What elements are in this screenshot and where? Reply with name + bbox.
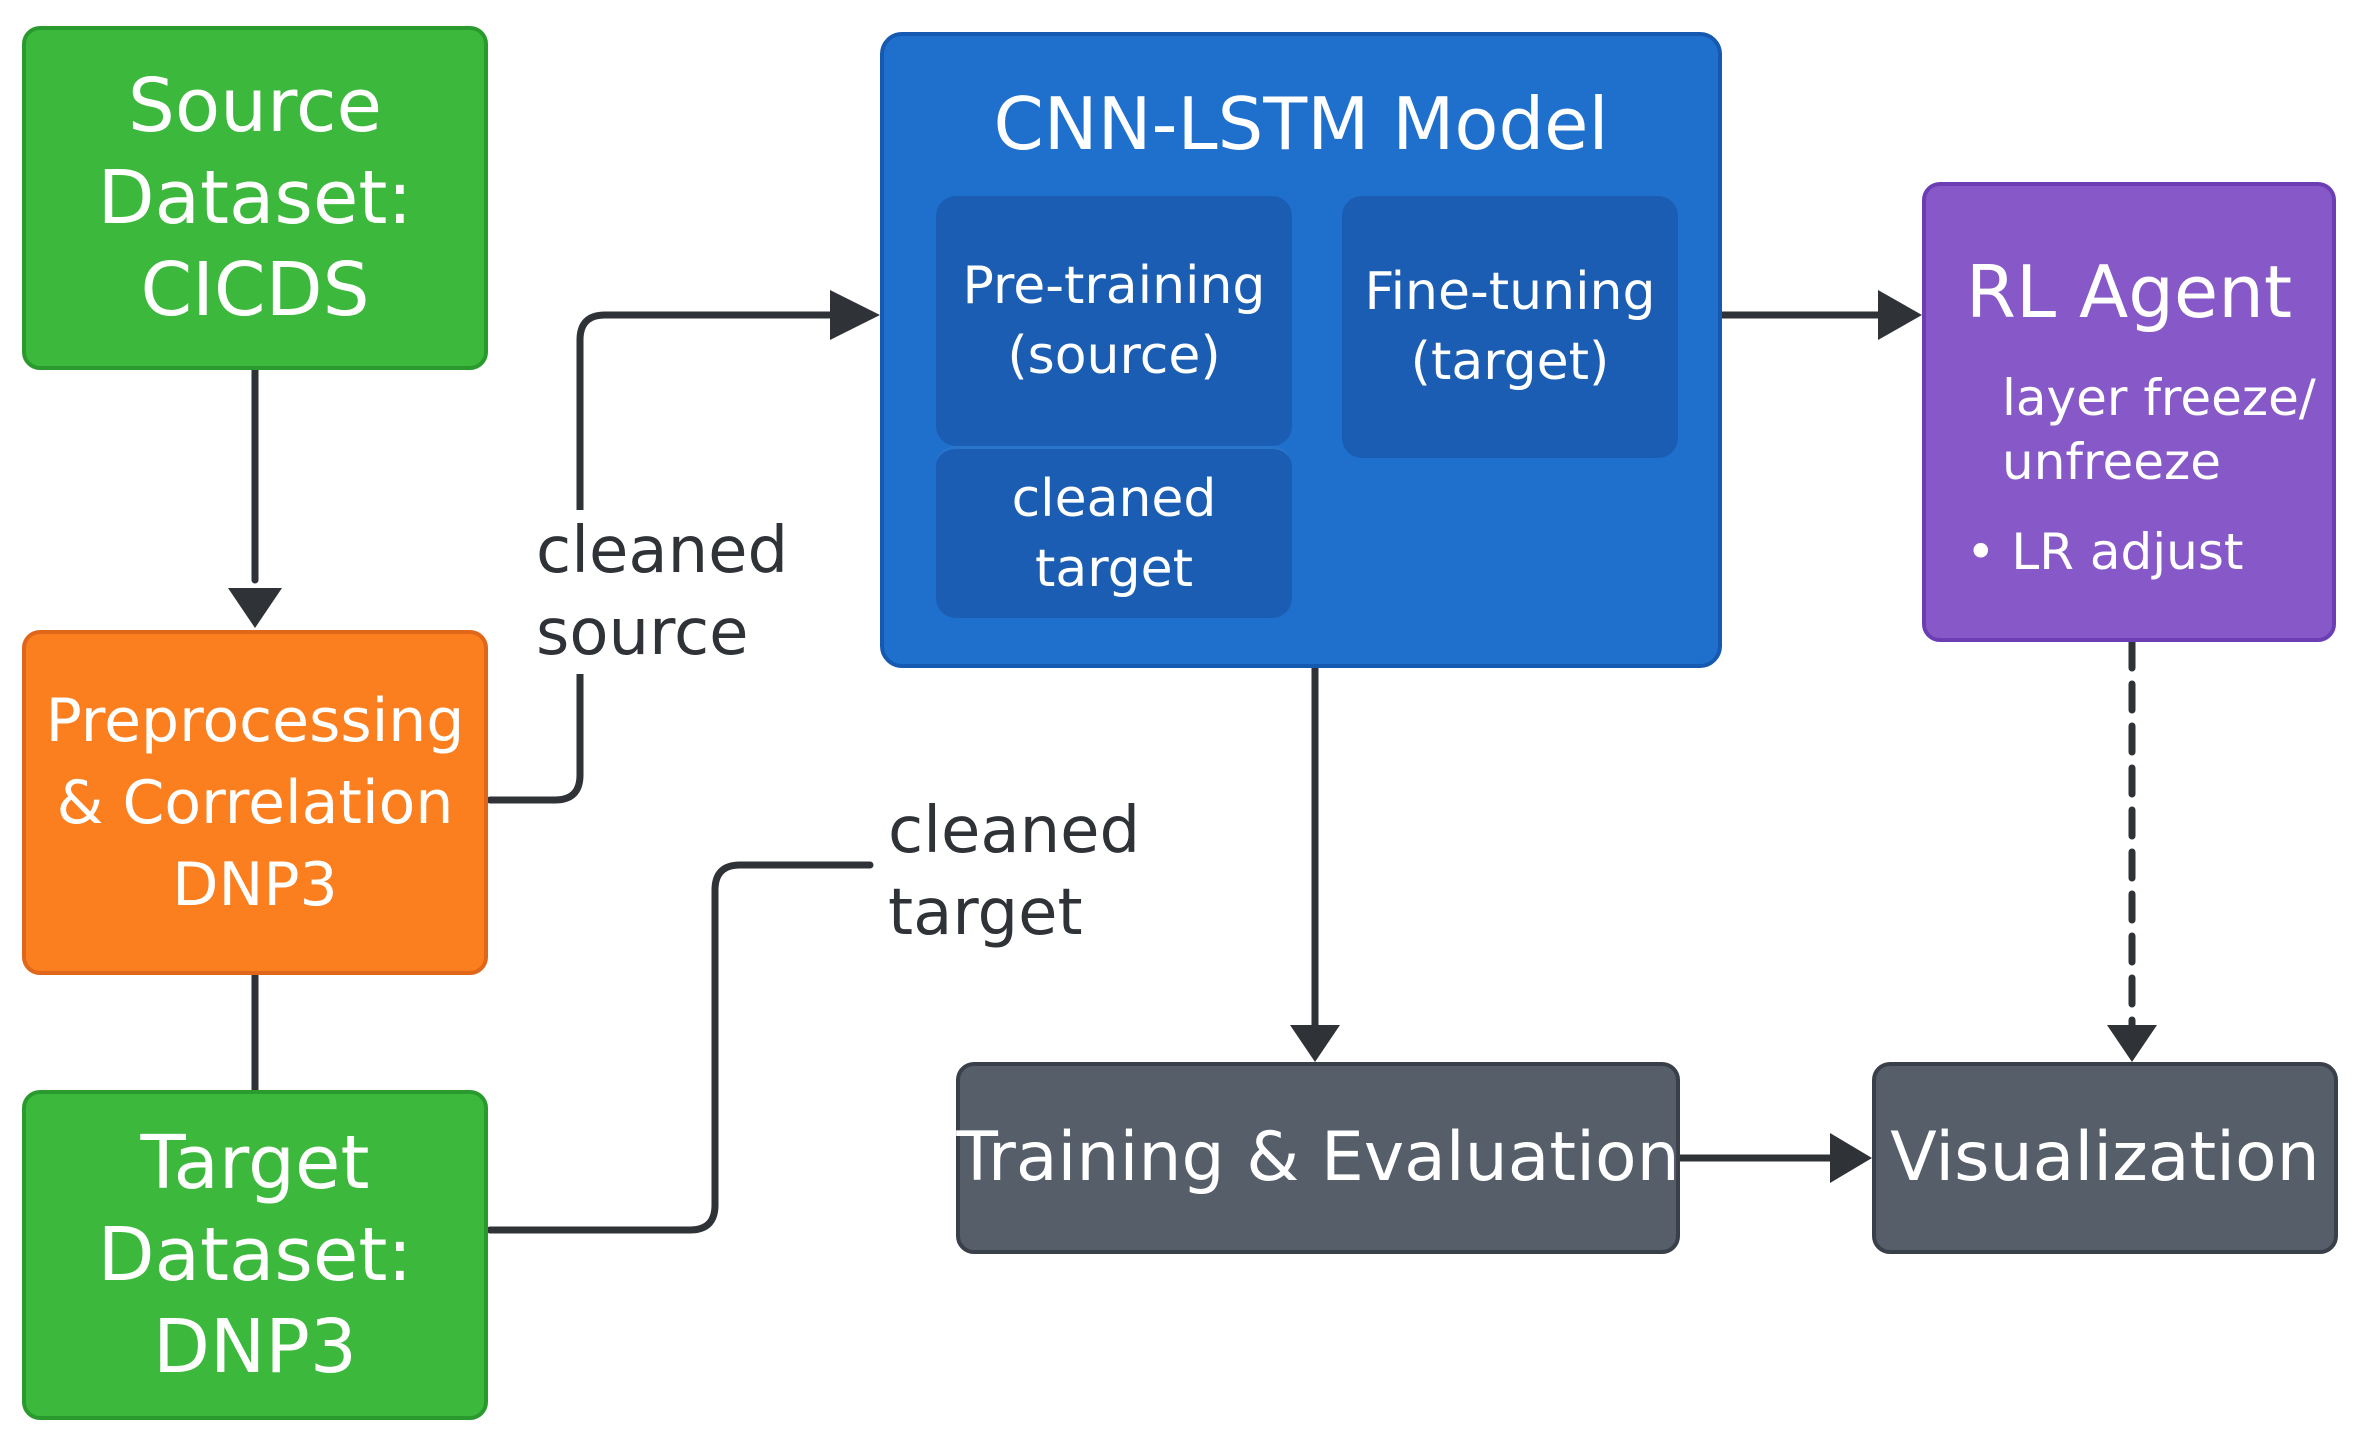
preprocessing-node: Preprocessing & Correlation DNP3 (22, 630, 488, 975)
target-dataset-line-2: Dataset: (97, 1212, 413, 1298)
source-dataset-line-1: Source (127, 63, 383, 149)
finetuning-block: Fine-tuning (target) (1342, 196, 1678, 458)
training-evaluation-node: Training & Evaluation (956, 1062, 1680, 1254)
rl-agent-item-2: unfreeze (2002, 433, 2221, 491)
preprocessing-line-3: DNP3 (172, 849, 338, 920)
rl-agent-title: RL Agent (1965, 250, 2293, 334)
pretraining-block: Pre-training (source) (936, 196, 1292, 446)
finetuning-line-1: Fine-tuning (1364, 262, 1656, 322)
pretraining-line-1: Pre-training (962, 256, 1266, 316)
edge-label-cleaned-target: cleaned target (882, 790, 1147, 954)
rl-agent-item-1: layer freeze/ (2002, 369, 2316, 427)
source-dataset-line-3: CICDS (140, 247, 370, 333)
training-evaluation-label: Training & Evaluation (956, 1118, 1680, 1197)
line-target-to-cleaned-label (486, 861, 874, 1234)
edge-label-cleaned-source: cleaned source (530, 510, 795, 674)
cleaned-target-line-2: target (1034, 538, 1194, 599)
edge-label-cleaned-source-line-1: cleaned (536, 514, 789, 588)
source-dataset-node: Source Dataset: CICDS (22, 26, 488, 370)
cnn-lstm-title: CNN-LSTM Model (993, 82, 1609, 166)
visualization-label: Visualization (1890, 1118, 2320, 1197)
finetuning-line-2: (target) (1410, 332, 1610, 392)
target-dataset-line-1: Target (140, 1120, 370, 1206)
cleaned-target-line-1: cleaned (1011, 468, 1217, 529)
cnn-lstm-model-node: CNN-LSTM Model Pre-training (source) cle… (880, 32, 1722, 668)
arrowhead-cnn-to-training (1290, 1025, 1340, 1062)
edge-label-cleaned-source-line-2: source (536, 596, 749, 670)
arrowhead-cnn-to-rl (1878, 290, 1922, 340)
pretraining-line-2: (source) (1007, 326, 1221, 386)
cleaned-target-block: cleaned target (936, 446, 1292, 618)
rl-agent-item-3: • LR adjust (1966, 523, 2244, 581)
preprocessing-line-1: Preprocessing (45, 685, 465, 756)
arrowhead-source-to-preprocessing (228, 588, 282, 628)
preprocessing-line-2: & Correlation (56, 767, 454, 838)
visualization-node: Visualization (1872, 1062, 2338, 1254)
edge-label-cleaned-target-line-2: target (888, 876, 1083, 950)
target-dataset-line-3: DNP3 (152, 1304, 358, 1390)
arrowhead-training-to-visualization (1830, 1133, 1872, 1183)
edge-label-cleaned-target-line-1: cleaned (888, 794, 1141, 868)
arrowhead-preprocessing-to-cnn (830, 290, 880, 340)
source-dataset-line-2: Dataset: (97, 155, 413, 241)
arrowhead-rl-to-visualization (2107, 1025, 2157, 1062)
target-dataset-node: Target Dataset: DNP3 (22, 1090, 488, 1420)
rl-agent-node: RL Agent layer freeze/ unfreeze • LR adj… (1922, 182, 2336, 642)
